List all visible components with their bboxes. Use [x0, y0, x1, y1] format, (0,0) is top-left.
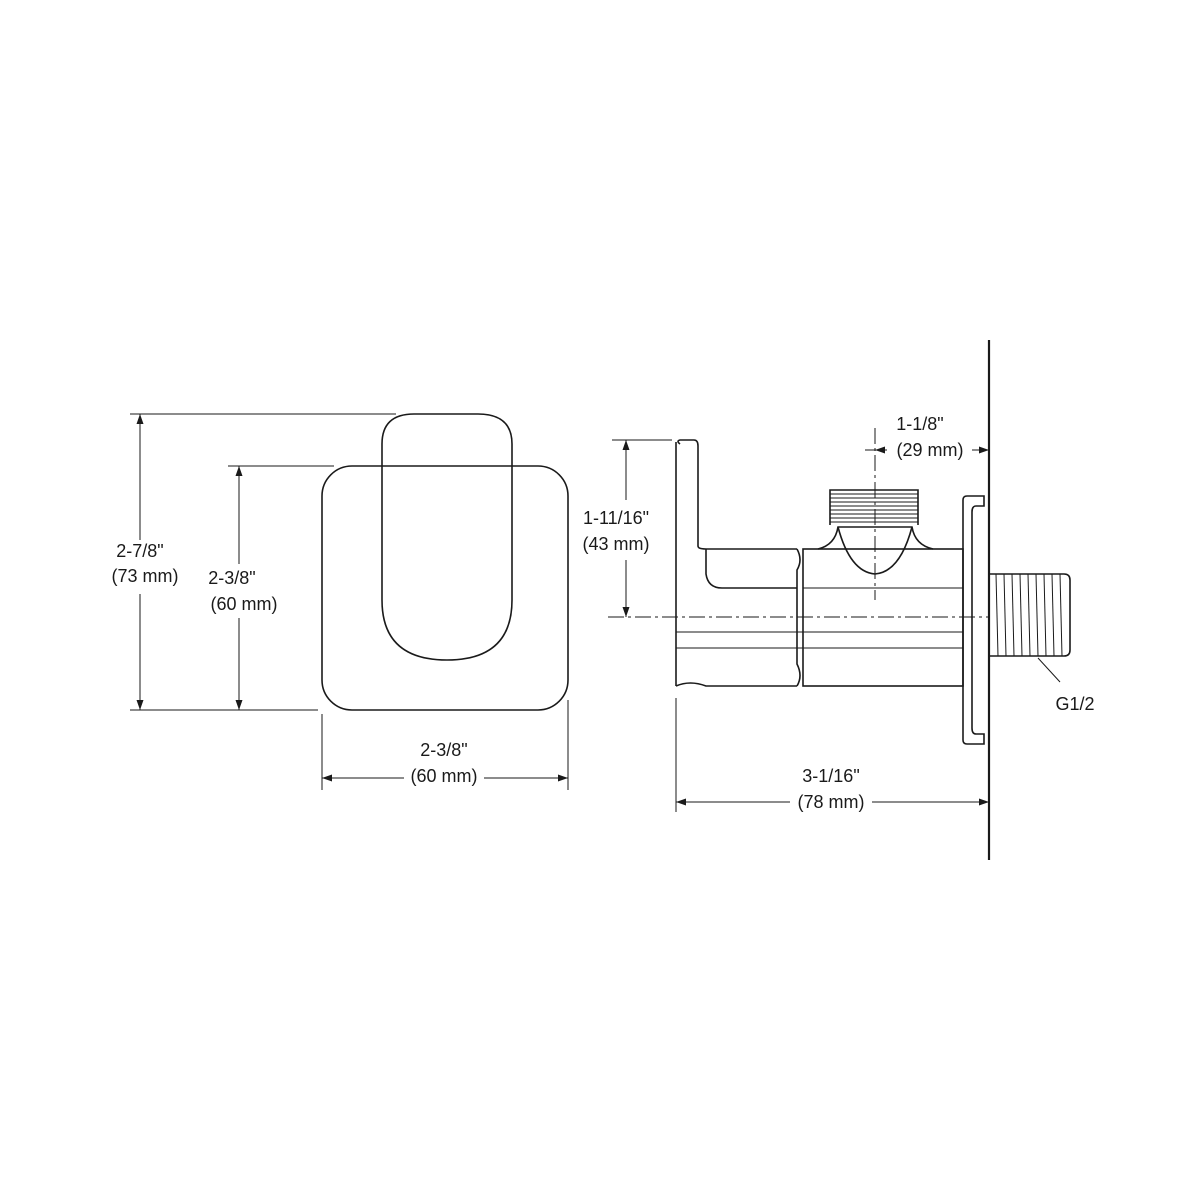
dim-total-height-imperial: 2-7/8" [116, 541, 163, 561]
dim-plate-height-imperial: 2-3/8" [208, 568, 255, 588]
dim-plate-width-metric: (60 mm) [411, 766, 478, 786]
dimension-total-height: 2-7/8" (73 mm) [112, 414, 179, 710]
thread-callout: G1/2 [1037, 657, 1095, 714]
dimension-plate-width: 2-3/8" (60 mm) [322, 740, 568, 786]
thread-label: G1/2 [1055, 694, 1094, 714]
threaded-inlet [989, 573, 1071, 657]
dimension-outlet-offset: 1-1/8" (29 mm) [865, 414, 989, 460]
escutcheon-plate [321, 465, 569, 711]
front-view: 2-7/8" (73 mm) 2-3/8" (60 mm) 2-3/8" (60… [112, 413, 569, 790]
valve-handle [381, 413, 513, 661]
dim-plate-height-metric: (60 mm) [211, 594, 278, 614]
side-view: 1-11/16" (43 mm) 1-1/8" (29 mm) 3-1/16" … [583, 340, 1095, 860]
dim-outlet-offset-imperial: 1-1/8" [896, 414, 943, 434]
dim-plate-width-imperial: 2-3/8" [420, 740, 467, 760]
dim-handle-height-imperial: 1-11/16" [583, 508, 649, 528]
dim-total-depth-imperial: 3-1/16" [802, 766, 859, 786]
dim-total-depth-metric: (78 mm) [798, 792, 865, 812]
dim-handle-height-metric: (43 mm) [583, 534, 650, 554]
dimension-handle-height: 1-11/16" (43 mm) [583, 439, 672, 617]
wall-flange [962, 495, 985, 745]
dim-total-height-metric: (73 mm) [112, 566, 179, 586]
outlet-fitting [817, 489, 934, 575]
dimension-plate-height: 2-3/8" (60 mm) [208, 466, 278, 710]
dim-outlet-offset-metric: (29 mm) [897, 440, 964, 460]
dimension-total-depth: 3-1/16" (78 mm) [675, 698, 989, 812]
handle-lever [677, 439, 797, 550]
